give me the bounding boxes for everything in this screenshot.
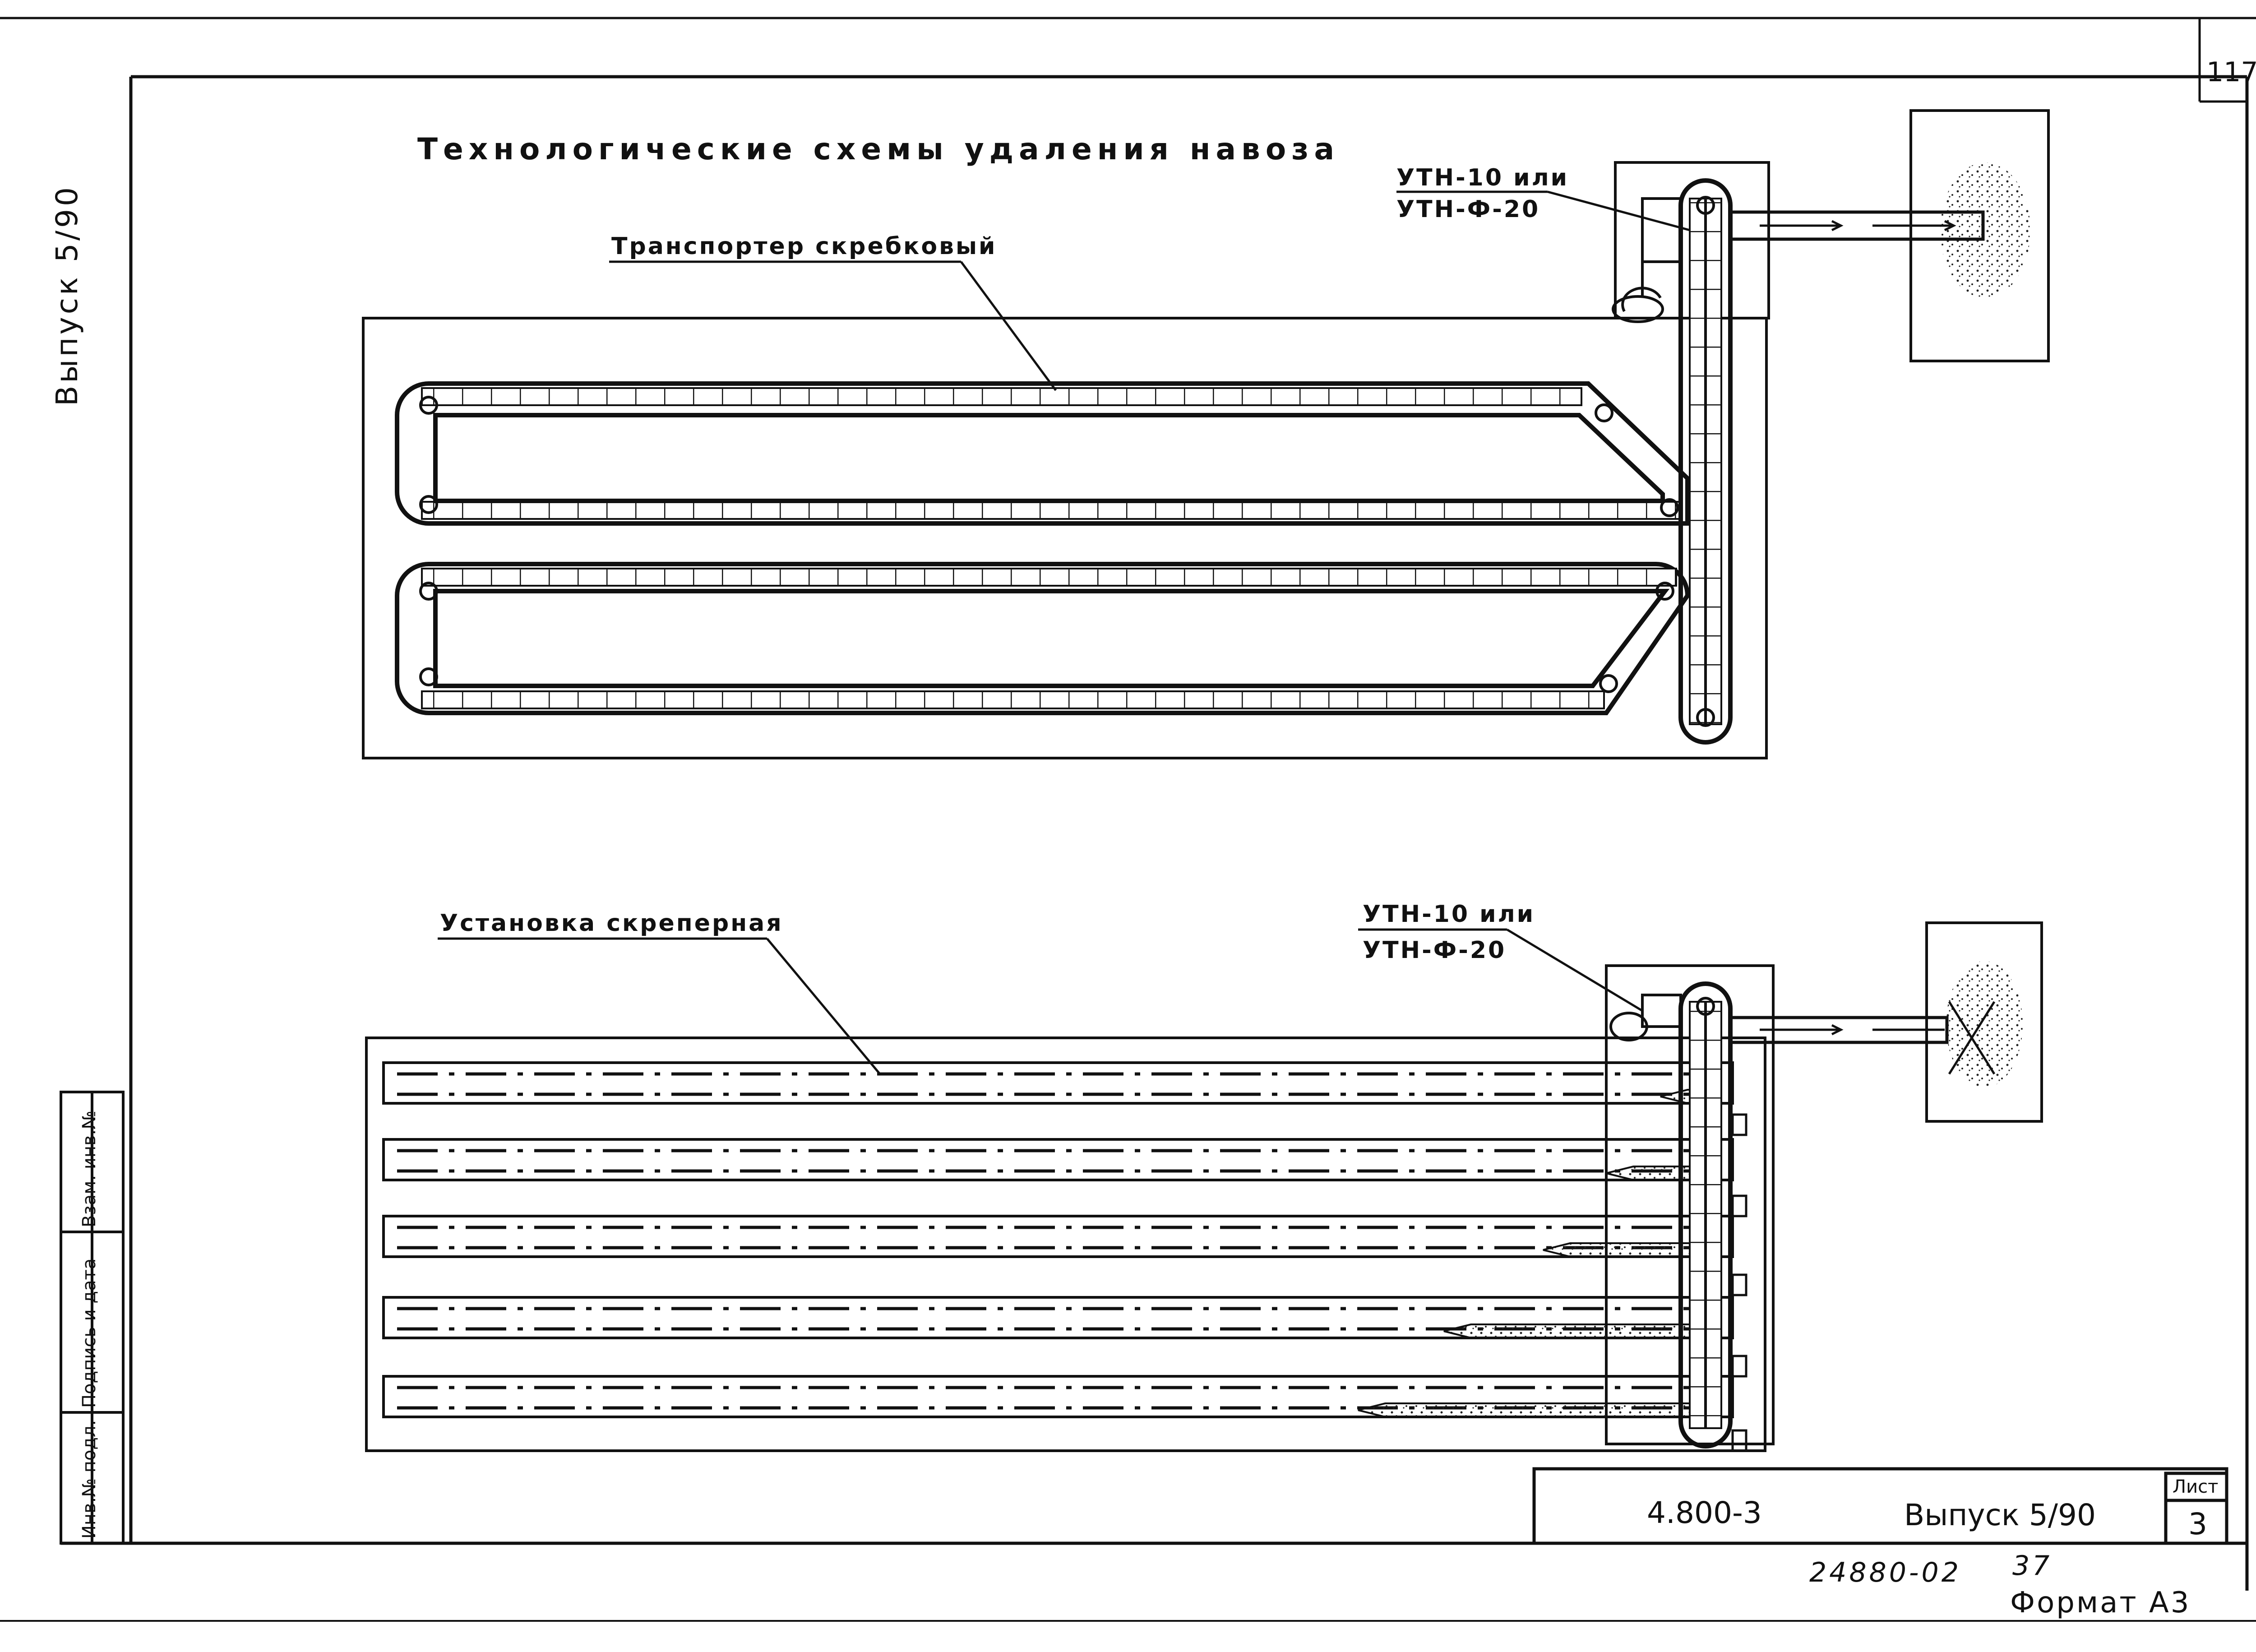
archive-number-2: 37 <box>2012 1550 2053 1582</box>
winch-boxes <box>1731 1113 1747 1452</box>
sheet-frame <box>0 17 2256 1622</box>
page-title: Технологические схемы удаления навоза <box>417 132 1340 167</box>
bottom-scheme <box>365 921 2043 1452</box>
side-issue-label: Выпуск 5/90 <box>50 185 84 406</box>
top-callout-lines <box>609 190 1690 391</box>
title-block-frame <box>1532 1467 2228 1545</box>
bottom-callout-lines <box>438 928 1643 1075</box>
sheet-label: Лист <box>2173 1476 2219 1497</box>
doc-code: 4.800-3 <box>1647 1495 1762 1530</box>
callout-conveyor: Транспортер скребковый <box>611 233 997 260</box>
callout-loader-line1-bottom: УТН-10 или <box>1363 901 1535 928</box>
doc-issue: Выпуск 5/90 <box>1904 1498 2096 1532</box>
scraper-cables <box>397 1072 1715 1410</box>
sheet-number: 3 <box>2188 1507 2207 1541</box>
stamp-column-frame <box>60 1091 125 1545</box>
callout-loader-line1-top: УТН-10 или <box>1396 164 1569 191</box>
scraper-lanes <box>382 1061 1734 1418</box>
sheet-format: Формат А3 <box>2010 1586 2191 1620</box>
top-scheme <box>362 109 2050 759</box>
callout-loader-line2-bottom: УТН-Ф-20 <box>1363 937 1507 964</box>
callout-loader-line2-top: УТН-Ф-20 <box>1396 196 1540 223</box>
page-number: 117 <box>2206 56 2256 88</box>
callout-scraper: Установка скреперная <box>440 910 783 937</box>
manure-wedges <box>1358 1089 1711 1418</box>
archive-number: 24880-02 <box>1809 1557 1961 1588</box>
